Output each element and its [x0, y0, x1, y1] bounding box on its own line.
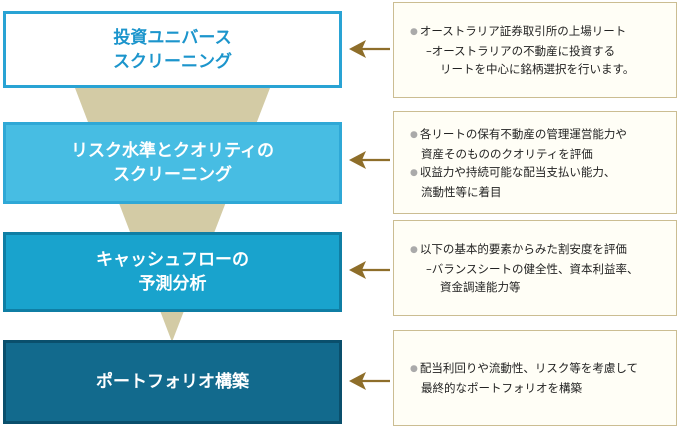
- note-line: 各リートの保有不動産の管理運営能力や: [410, 125, 670, 145]
- step-title-line2: スクリーニング: [113, 165, 232, 185]
- arrow-1: [349, 40, 390, 58]
- note-box-4: 配当利回りや流動性、リスク等を考慮して 最終的なポートフォリオを構築: [393, 330, 677, 426]
- note-line: オーストラリア証券取引所の上場リート: [410, 22, 670, 42]
- note-box-3: 以下の基本的要素からみた割安度を評価 –バランスシートの健全性、資本利益率、 資…: [393, 220, 677, 316]
- step-portfolio-construction: ポートフォリオ構築: [3, 340, 342, 424]
- step-cashflow-analysis: キャッシュフローの 予測分析: [3, 232, 342, 312]
- note-line: 以下の基本的要素からみた割安度を評価: [410, 240, 670, 260]
- note-line: 流動性等に着目: [421, 184, 502, 199]
- note-line: 収益力や持続可能な配当支払い能力、: [410, 163, 670, 183]
- note-line: –バランスシートの健全性、資本利益率、: [426, 262, 639, 276]
- step-title-line1: ポートフォリオ構築: [96, 372, 249, 392]
- note-line: 最終的なポートフォリオを構築: [421, 381, 582, 395]
- note-box-1: オーストラリア証券取引所の上場リート –オーストラリアの不動産に投資する リート…: [393, 2, 677, 98]
- step-title-line1: キャッシュフローの: [96, 250, 249, 270]
- note-line: 資金調達能力等: [440, 280, 521, 294]
- step-title-line1: 投資ユニバース: [113, 27, 232, 48]
- arrow-2: [349, 151, 390, 169]
- note-line: –オーストラリアの不動産に投資する: [426, 44, 616, 58]
- step-title-line2: スクリーニング: [113, 51, 232, 72]
- arrow-4: [349, 372, 390, 390]
- note-line: 資産そのもののクオリティを評価: [421, 146, 593, 161]
- step-investment-universe-screening: 投資ユニバース スクリーニング: [3, 11, 342, 88]
- step-title-line1: リスク水準とクオリティの: [71, 141, 274, 161]
- step-title-line2: 予測分析: [138, 274, 207, 294]
- step-risk-quality-screening: リスク水準とクオリティの スクリーニング: [3, 122, 342, 204]
- note-line: 配当利回りや流動性、リスク等を考慮して: [410, 359, 670, 379]
- arrow-3: [349, 261, 390, 279]
- note-box-2: 各リートの保有不動産の管理運営能力や 資産そのもののクオリティを評価 収益力や持…: [393, 111, 677, 214]
- note-line: リートを中心に銘柄選択を行います。: [440, 62, 635, 76]
